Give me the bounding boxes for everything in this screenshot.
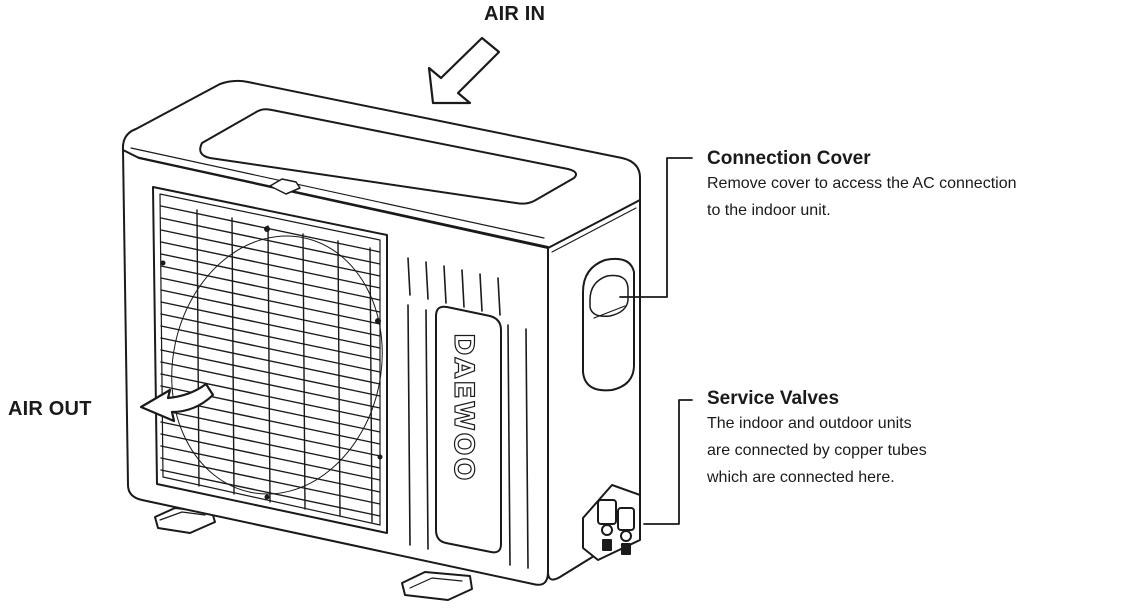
connection-cover-callout: Connection Cover Remove cover to access … — [707, 148, 1017, 224]
fan-grille — [152, 186, 388, 534]
side-vents — [407, 257, 529, 569]
air-out-label: AIR OUT — [8, 398, 92, 420]
brand-logo: DAEWOO — [448, 333, 479, 482]
connection-cover-leader — [619, 157, 693, 298]
service-valves-desc-line-1: The indoor and outdoor units — [707, 415, 912, 432]
air-in-label: AIR IN — [484, 3, 546, 25]
connection-cover-desc-line-1: Remove cover to access the AC connection — [707, 175, 1017, 192]
service-valves — [582, 484, 641, 561]
connection-cover-desc-line-2: to the indoor unit. — [707, 202, 831, 219]
air-in-arrow — [427, 36, 501, 105]
brand-plate — [435, 305, 502, 554]
top-panel — [199, 108, 577, 205]
air-out-arrow — [139, 382, 215, 423]
service-valves-desc-line-2: are connected by copper tubes — [707, 442, 927, 459]
service-valves-callout: Service Valves The indoor and outdoor un… — [707, 388, 927, 491]
connection-cover — [582, 257, 635, 392]
right-foot — [401, 571, 473, 601]
service-valves-desc-line-3: which are connected here. — [707, 469, 895, 486]
service-valves-leader — [643, 399, 693, 525]
connection-cover-title: Connection Cover — [707, 148, 871, 169]
service-valves-title: Service Valves — [707, 388, 840, 409]
